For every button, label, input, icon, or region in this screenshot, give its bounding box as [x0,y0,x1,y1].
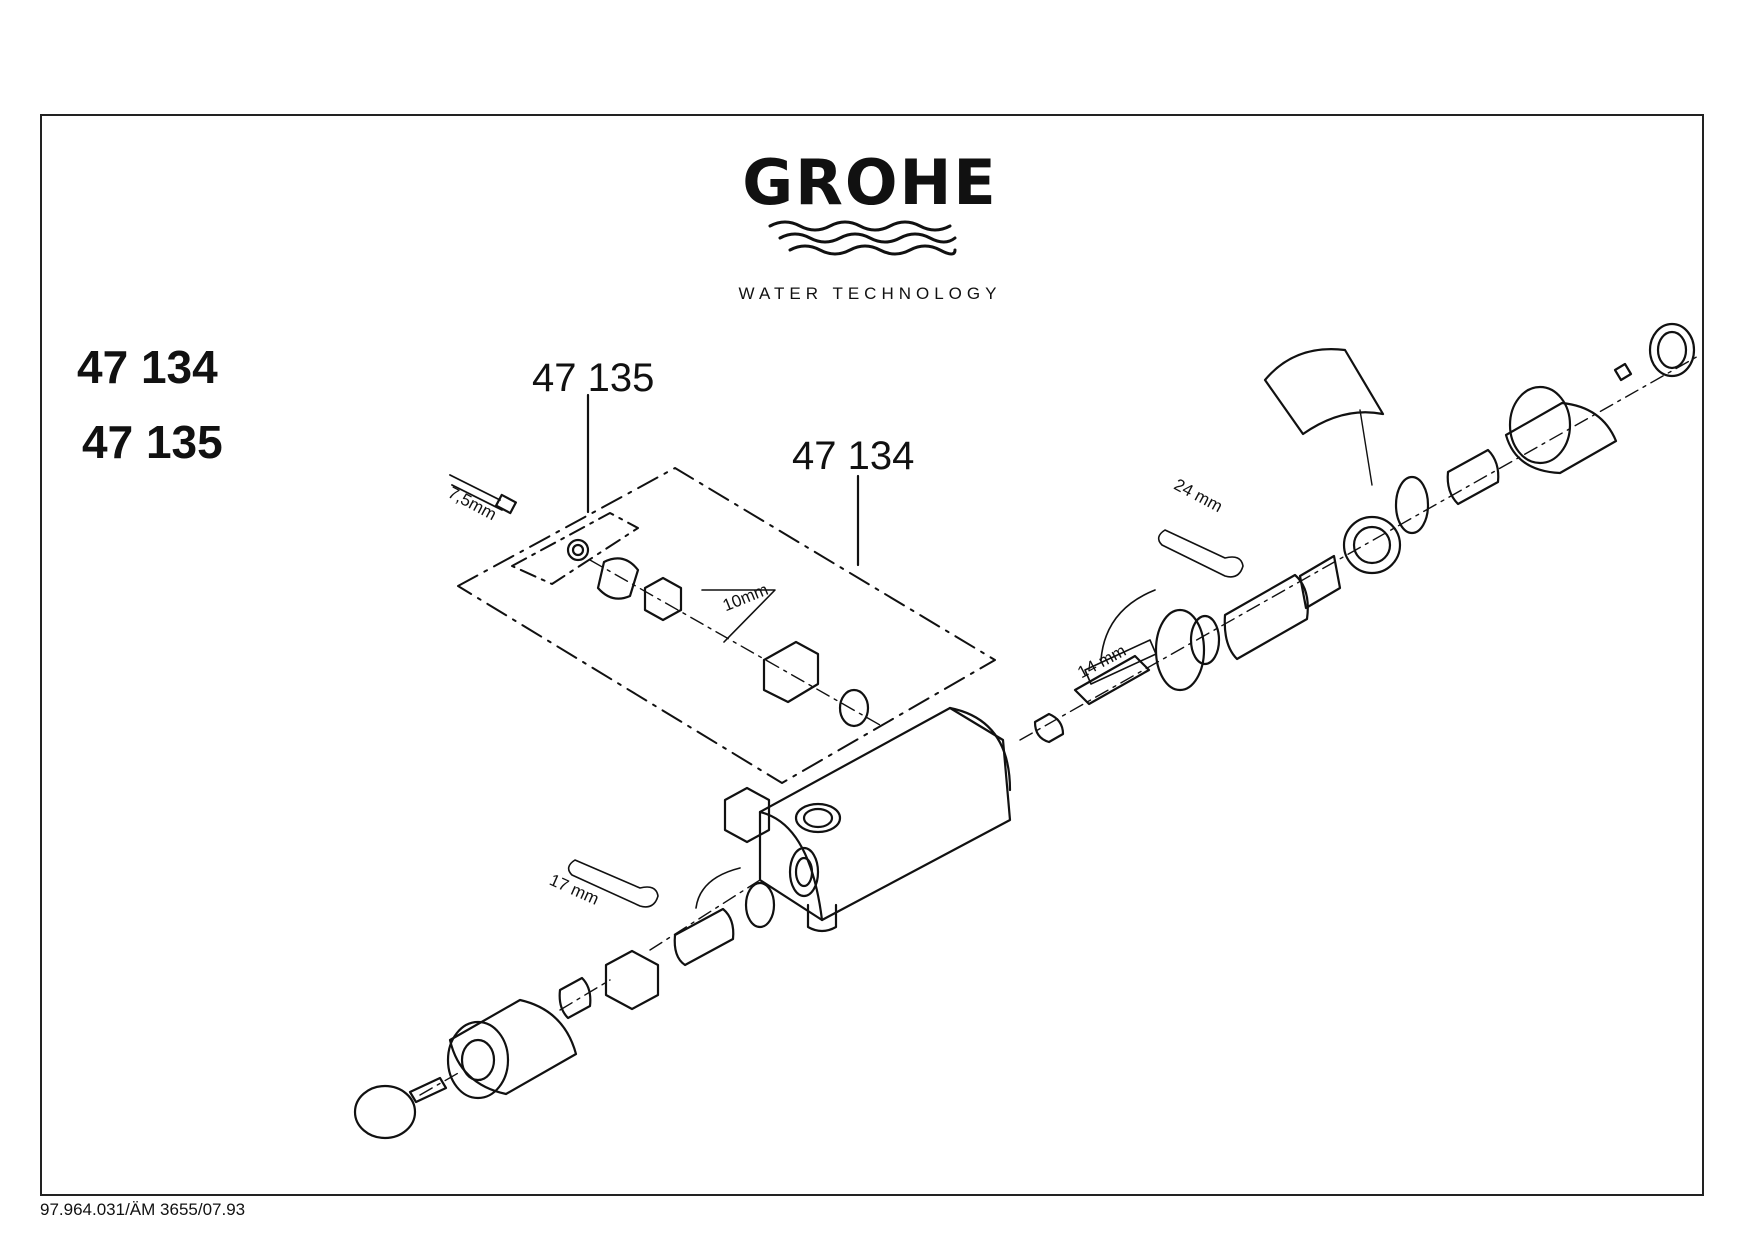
kit-outline-47135 [511,512,639,585]
document-reference: 97.964.031/ÄM 3655/07.93 [40,1200,246,1219]
brand-logo: GROHE WATER TECHNOLOGY [700,146,1040,304]
center-axis [419,354,1701,1096]
callout-label-large-kit: 47 134 [792,434,915,478]
wrench-tools [567,529,1244,909]
model-number-2: 47 135 [82,416,223,468]
brand-tagline: WATER TECHNOLOGY [738,284,1002,303]
thermostat-body [723,706,1012,933]
brand-name: GROHE [742,146,998,219]
drawing-frame [40,114,1704,1196]
model-number-1: 47 134 [77,341,218,393]
callout-label-small-kit: 47 135 [532,356,655,400]
lower-parts [353,881,776,1140]
cartridge-parts-right [1033,322,1696,744]
grohe-wave-logo [768,220,957,256]
kit-outline-47134 [457,467,996,784]
kit-parts-upper [449,474,870,728]
